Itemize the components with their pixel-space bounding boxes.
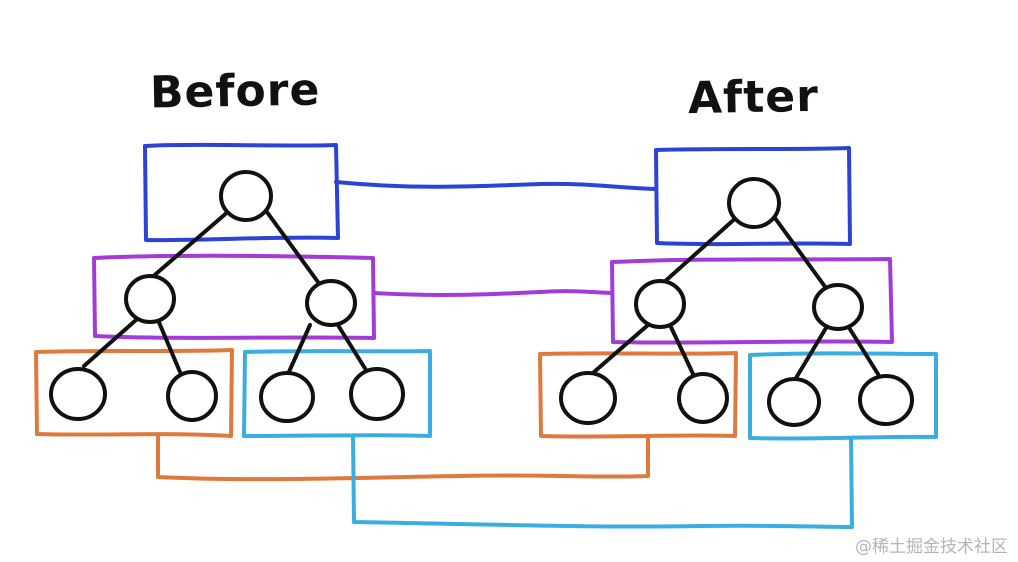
before-node-l2-left: [124, 274, 176, 324]
after-root-node: [727, 177, 781, 229]
after-leaf-3: [767, 377, 821, 427]
after-tree-edges: [592, 212, 880, 380]
before-left-subtree-box: [34, 348, 234, 438]
before-leaf-3: [259, 371, 315, 423]
watermark: @稀土掘金技术社区: [855, 537, 1008, 557]
before-leaf-2: [166, 370, 218, 422]
level2-connector: [372, 289, 614, 297]
after-level2-box: [610, 257, 894, 345]
right-subtree-connector: [351, 435, 854, 529]
after-left-subtree-box: [538, 351, 738, 439]
after-leaf-1: [559, 371, 617, 425]
after-leaf-2: [677, 372, 729, 424]
after-node-l2-right: [812, 283, 864, 331]
before-right-subtree-box: [242, 349, 432, 438]
left-subtree-connector: [156, 435, 650, 482]
before-node-l2-right: [305, 279, 357, 327]
after-leaf-4: [858, 374, 914, 426]
after-node-l2-left: [634, 279, 686, 329]
before-root-node: [219, 170, 273, 222]
before-tree-edges: [82, 206, 368, 376]
before-leaf-1: [49, 367, 107, 421]
before-title: Before: [149, 64, 321, 119]
after-right-subtree-box: [748, 351, 938, 441]
before-level2-box: [92, 253, 376, 340]
after-title: After: [687, 70, 820, 125]
level1-connector: [334, 180, 658, 191]
before-leaf-4: [349, 367, 405, 421]
